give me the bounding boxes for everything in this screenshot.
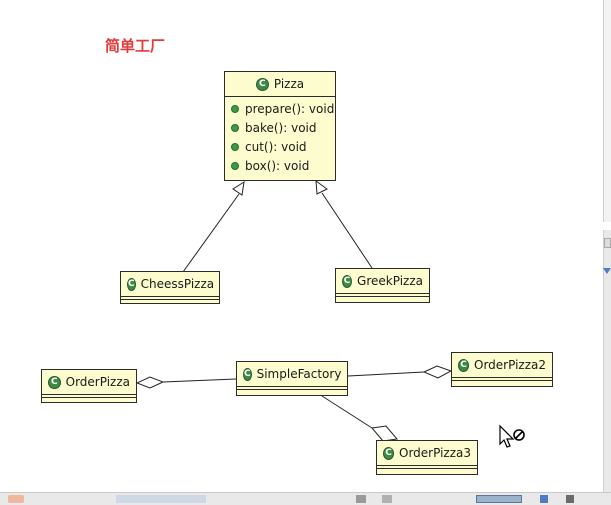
divider [225, 96, 335, 97]
public-method-icon [231, 123, 239, 132]
class-orderpizza[interactable]: C OrderPizza [41, 369, 137, 403]
bottom-toolbar [0, 492, 611, 505]
class-simplefactory[interactable]: C SimpleFactory [236, 361, 348, 396]
generalization-arrowhead-cheess [232, 180, 245, 196]
divider [452, 380, 552, 381]
method-label: prepare(): void [245, 101, 335, 116]
toolbar-icon[interactable] [566, 495, 574, 503]
class-icon: C [383, 446, 394, 460]
divider [121, 299, 219, 300]
aggregation-line-order3 [321, 395, 373, 429]
public-method-icon [231, 161, 239, 170]
toolbar-tab[interactable] [116, 495, 206, 503]
dropdown-arrow-icon[interactable] [603, 268, 611, 274]
method-row[interactable]: bake(): void [231, 118, 335, 137]
generalization-line-cheess [182, 193, 240, 273]
class-orderpizza3[interactable]: C OrderPizza3 [376, 440, 478, 475]
diagram-title: 简单工厂 [105, 37, 166, 55]
method-label: bake(): void [245, 120, 317, 135]
divider [336, 293, 429, 294]
toolbar-button[interactable] [476, 495, 522, 503]
class-orderpizza3-name: OrderPizza3 [399, 446, 471, 460]
class-pizza[interactable]: C Pizza prepare(): void bake(): void cut… [224, 71, 336, 181]
method-row[interactable]: box(): void [231, 156, 335, 175]
class-simplefactory-name: SimpleFactory [256, 367, 342, 381]
class-icon: C [48, 375, 61, 389]
class-pizza-name: Pizza [273, 77, 305, 91]
aggregation-line-order2 [347, 371, 425, 377]
public-method-icon [231, 142, 239, 151]
aggregation-diamond-order3 [371, 425, 398, 442]
aggregation-line-order [162, 378, 237, 383]
class-orderpizza-name: OrderPizza [65, 375, 130, 389]
toolbar-icon[interactable] [8, 495, 24, 503]
side-panel-button[interactable] [604, 238, 611, 248]
divider [42, 394, 136, 395]
class-icon: C [255, 77, 269, 91]
public-method-icon [231, 104, 239, 113]
divider [377, 465, 477, 466]
arrow-with-no-entry-cursor-icon [499, 424, 525, 448]
method-label: box(): void [245, 158, 310, 173]
divider [452, 377, 552, 378]
divider [237, 386, 347, 387]
generalization-line-greek [321, 192, 373, 269]
divider [237, 389, 347, 390]
divider [336, 296, 429, 297]
toolbar-icon[interactable] [382, 495, 392, 503]
vertical-scrollbar[interactable] [603, 0, 611, 222]
toolbar-icon[interactable] [356, 495, 366, 503]
class-icon: C [342, 274, 353, 288]
divider [121, 296, 219, 297]
class-orderpizza2[interactable]: C OrderPizza2 [451, 352, 553, 387]
class-cheesspizza-name: CheessPizza [140, 277, 215, 291]
class-greekpizza-name: GreekPizza [357, 274, 423, 288]
class-cheesspizza[interactable]: C CheessPizza [120, 271, 220, 304]
divider [42, 397, 136, 398]
generalization-arrowhead-greek [315, 179, 328, 195]
aggregation-diamond-order2 [422, 365, 453, 379]
side-panel-edge [603, 230, 611, 492]
toolbar-icon[interactable] [540, 495, 548, 503]
class-icon: C [243, 367, 252, 381]
aggregation-diamond-order [135, 376, 165, 389]
class-icon: C [127, 277, 136, 291]
method-row[interactable]: cut(): void [231, 137, 335, 156]
method-label: cut(): void [245, 139, 307, 154]
divider [377, 468, 477, 469]
class-icon: C [458, 358, 469, 372]
class-greekpizza[interactable]: C GreekPizza [335, 268, 430, 303]
class-orderpizza2-name: OrderPizza2 [474, 358, 546, 372]
method-row[interactable]: prepare(): void [231, 99, 335, 118]
